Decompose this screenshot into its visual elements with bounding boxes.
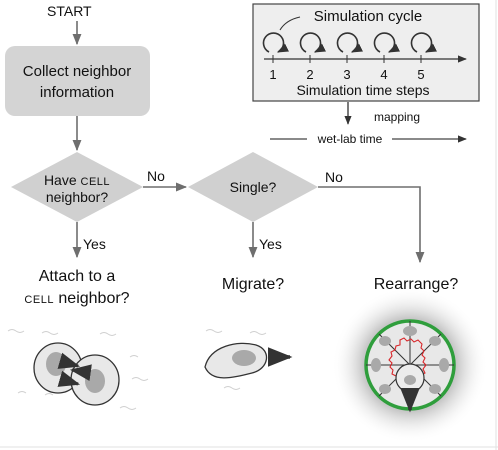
mapping-label: mapping [374, 110, 420, 124]
q2-label: Single? [230, 179, 277, 195]
squiggle-marks-attach [7, 329, 149, 410]
outcome-attach-caps: CELL [24, 294, 54, 306]
outcome-attach-line2: CELL neighbor? [24, 290, 129, 307]
simulation-axis-label: Simulation time steps [296, 82, 429, 98]
attach-nucleus-left [46, 352, 66, 376]
rearrange-illustration [332, 287, 488, 443]
attach-nucleus-right [85, 369, 105, 393]
attach-arrow-icon-2 [69, 364, 92, 381]
collect-label-line1: Collect neighbor [23, 63, 131, 80]
cycle-loop-icon-3 [336, 32, 364, 53]
simulation-title-pointer [279, 16, 301, 31]
collect-neighbor-box [5, 46, 150, 116]
outcome-attach-rest: neighbor? [54, 290, 130, 307]
arrow-q2-no [318, 186, 425, 264]
attach-illustration [7, 329, 149, 410]
q1-label-caps: CELL [81, 176, 111, 188]
cycle-loop-icon-5 [410, 32, 438, 53]
q1-label-pre: Have [44, 172, 81, 188]
cluster-center-nucleus [404, 375, 416, 385]
q1-no-label: No [147, 168, 165, 184]
attach-arrow-icon-3 [57, 370, 81, 387]
step-ticks [272, 55, 422, 63]
q1-label-line2: neighbor? [46, 189, 108, 205]
squiggle-marks-migrate [205, 329, 267, 390]
step-label-1: 1 [269, 67, 276, 82]
step-label-2: 2 [306, 67, 313, 82]
outcome-attach-line1: Attach to a [39, 268, 116, 285]
q2-yes-label: Yes [259, 236, 282, 252]
migrate-illustration [204, 329, 293, 390]
decision-single [188, 152, 318, 222]
start-label: START [47, 3, 92, 19]
step-label-5: 5 [417, 67, 424, 82]
cycle-loop-icon-4 [373, 32, 401, 53]
q1-label-line1: Have CELL [44, 172, 110, 188]
migrating-nucleus [232, 350, 256, 366]
step-label-4: 4 [380, 67, 387, 82]
cycle-loop-icons [262, 32, 438, 53]
q2-no-label: No [325, 169, 343, 185]
wetlab-label: wet-lab time [317, 132, 383, 146]
step-label-3: 3 [343, 67, 350, 82]
simulation-title: Simulation cycle [314, 8, 422, 25]
cluster-nuclei [371, 326, 449, 394]
outcome-migrate: Migrate? [222, 276, 284, 293]
q1-yes-label: Yes [83, 236, 106, 252]
cycle-loop-icon-1 [262, 32, 290, 53]
decision-have-cell-neighbor [11, 152, 143, 222]
collect-label-line2: information [40, 84, 114, 101]
cycle-loop-icon-2 [299, 32, 327, 53]
